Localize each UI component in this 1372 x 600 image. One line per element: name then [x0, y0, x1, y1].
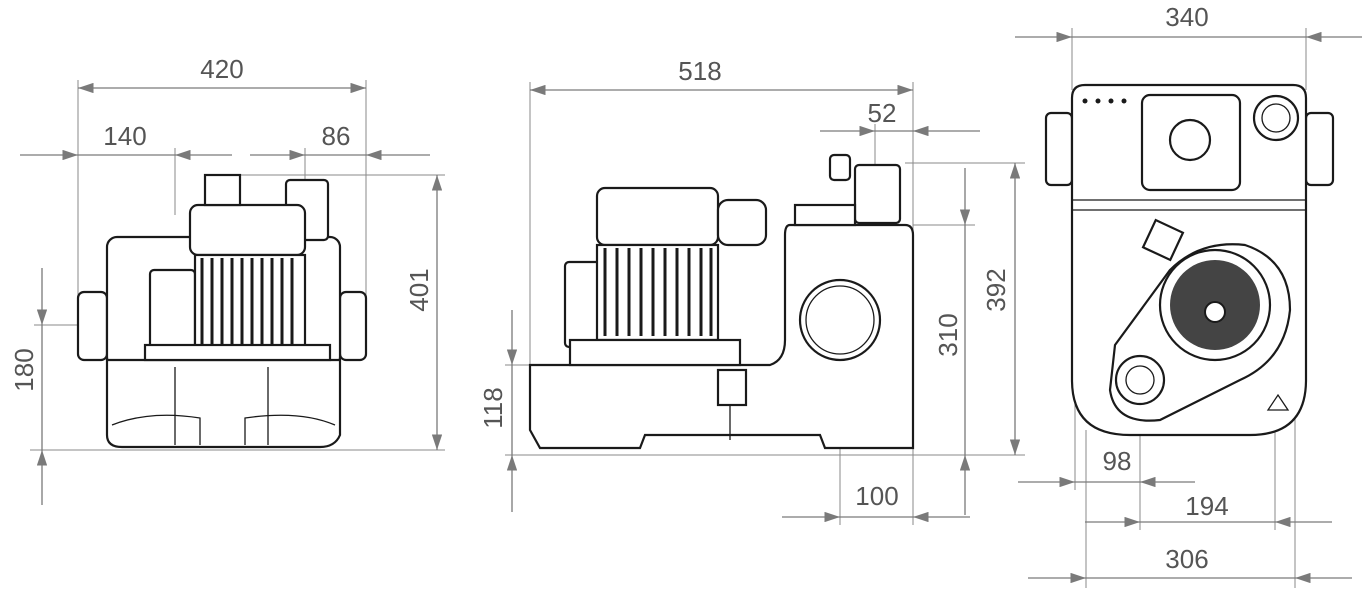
dim-top-spacing: 194 — [1185, 491, 1228, 521]
dim-front-height: 401 — [404, 268, 434, 311]
top-pump-body — [1044, 83, 1335, 437]
dim-front-left-offset: 140 — [103, 121, 146, 151]
dim-side-length: 518 — [678, 56, 721, 86]
dim-side-height: 392 — [981, 268, 1011, 311]
dim-side-tank-height: 310 — [933, 313, 963, 356]
top-view: 340 98 194 306 — [1015, 2, 1362, 588]
side-view: 518 52 392 310 118 100 — [478, 56, 1025, 525]
front-view: 420 140 86 401 180 — [9, 54, 445, 505]
side-dimensions: 518 52 392 310 118 100 — [478, 56, 1021, 523]
dim-top-inlet-offset: 98 — [1103, 446, 1132, 476]
dim-top-body-width: 306 — [1165, 544, 1208, 574]
front-pump-body — [76, 173, 368, 449]
dim-front-inlet-height: 180 — [9, 348, 39, 391]
front-dimensions: 420 140 86 401 180 — [9, 54, 443, 505]
dim-top-width: 340 — [1165, 2, 1208, 32]
status-dots — [1082, 98, 1127, 104]
dim-side-outlet-offset: 52 — [868, 98, 897, 128]
side-motor-fins — [603, 248, 713, 336]
dim-side-inlet-height: 118 — [478, 387, 508, 428]
top-dimensions: 340 98 194 306 — [1015, 2, 1362, 584]
dim-side-rear-offset: 100 — [855, 481, 898, 511]
dim-front-width: 420 — [200, 54, 243, 84]
side-pump-body — [528, 153, 915, 450]
dim-front-right-offset: 86 — [322, 121, 351, 151]
front-motor-fins — [200, 258, 294, 345]
